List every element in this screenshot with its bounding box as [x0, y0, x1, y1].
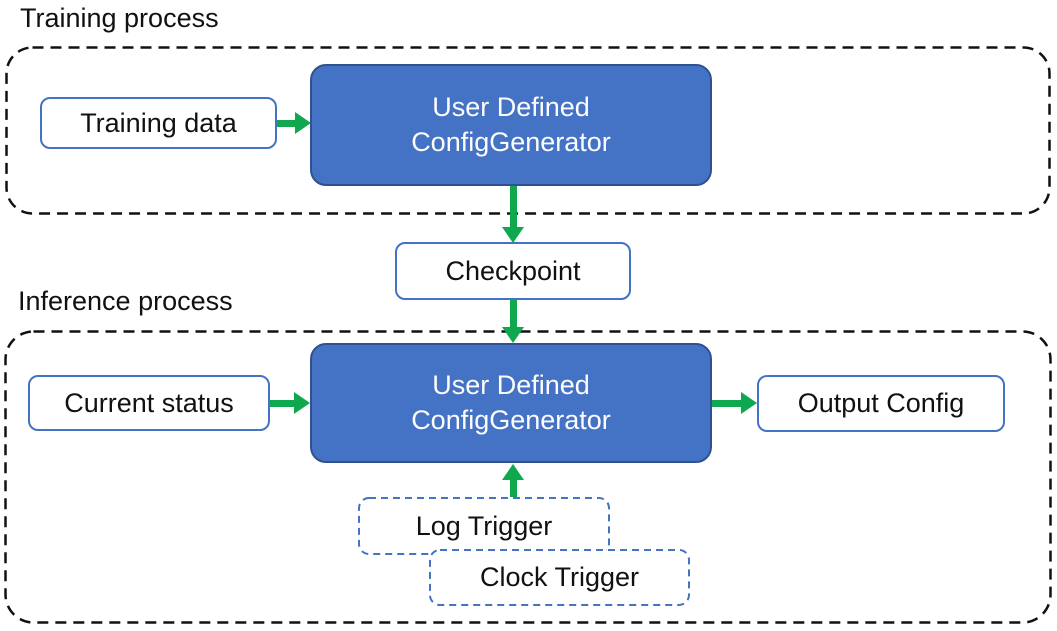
training-data-label: Training data — [80, 107, 237, 138]
log-trigger-node: Log Trigger — [358, 497, 610, 555]
arrow-head — [502, 227, 524, 243]
arrow-head — [741, 392, 757, 414]
inference-config-generator-label-line2: ConfigGenerator — [411, 405, 611, 435]
training-config-generator-label-line2: ConfigGenerator — [411, 127, 611, 157]
output-config-label: Output Config — [797, 388, 965, 418]
dashed-border-graphic — [4, 330, 1052, 624]
arrow-head — [502, 464, 524, 480]
clock-trigger-node: Clock Trigger — [429, 549, 690, 606]
arrow-head — [295, 112, 311, 134]
inference-process-container — [4, 330, 1052, 624]
training-process-container — [5, 46, 1051, 215]
arrow-shaft — [510, 300, 517, 328]
output-config-node: Output Config — [757, 375, 1005, 432]
arrow-head — [294, 392, 310, 414]
arrow-shaft — [277, 120, 297, 127]
inference-section-title: Inference process — [18, 286, 233, 316]
checkpoint-label: Checkpoint — [445, 255, 581, 286]
inference-config-generator-label-line1: User Defined — [432, 370, 590, 400]
training-config-generator-label-line1: User Defined — [432, 92, 590, 122]
clock-trigger-label: Clock Trigger — [479, 562, 640, 592]
arrow-shaft — [712, 400, 742, 407]
training-section-title: Training process — [20, 3, 219, 33]
checkpoint-node: Checkpoint — [395, 242, 631, 300]
current-status-label: Current status — [64, 387, 234, 418]
arrow-head — [502, 327, 524, 343]
log-trigger-label: Log Trigger — [415, 510, 553, 541]
dashed-border-graphic — [429, 549, 690, 606]
arrow-shaft — [510, 186, 517, 228]
training-data-node: Training data — [40, 97, 277, 149]
current-status-node: Current status — [28, 375, 270, 431]
arrow-shaft — [510, 480, 517, 497]
inference-config-generator-node: User Defined ConfigGenerator — [310, 343, 712, 463]
training-config-generator-node: User Defined ConfigGenerator — [310, 64, 712, 186]
arrow-shaft — [270, 400, 296, 407]
dashed-border-graphic — [5, 46, 1051, 215]
